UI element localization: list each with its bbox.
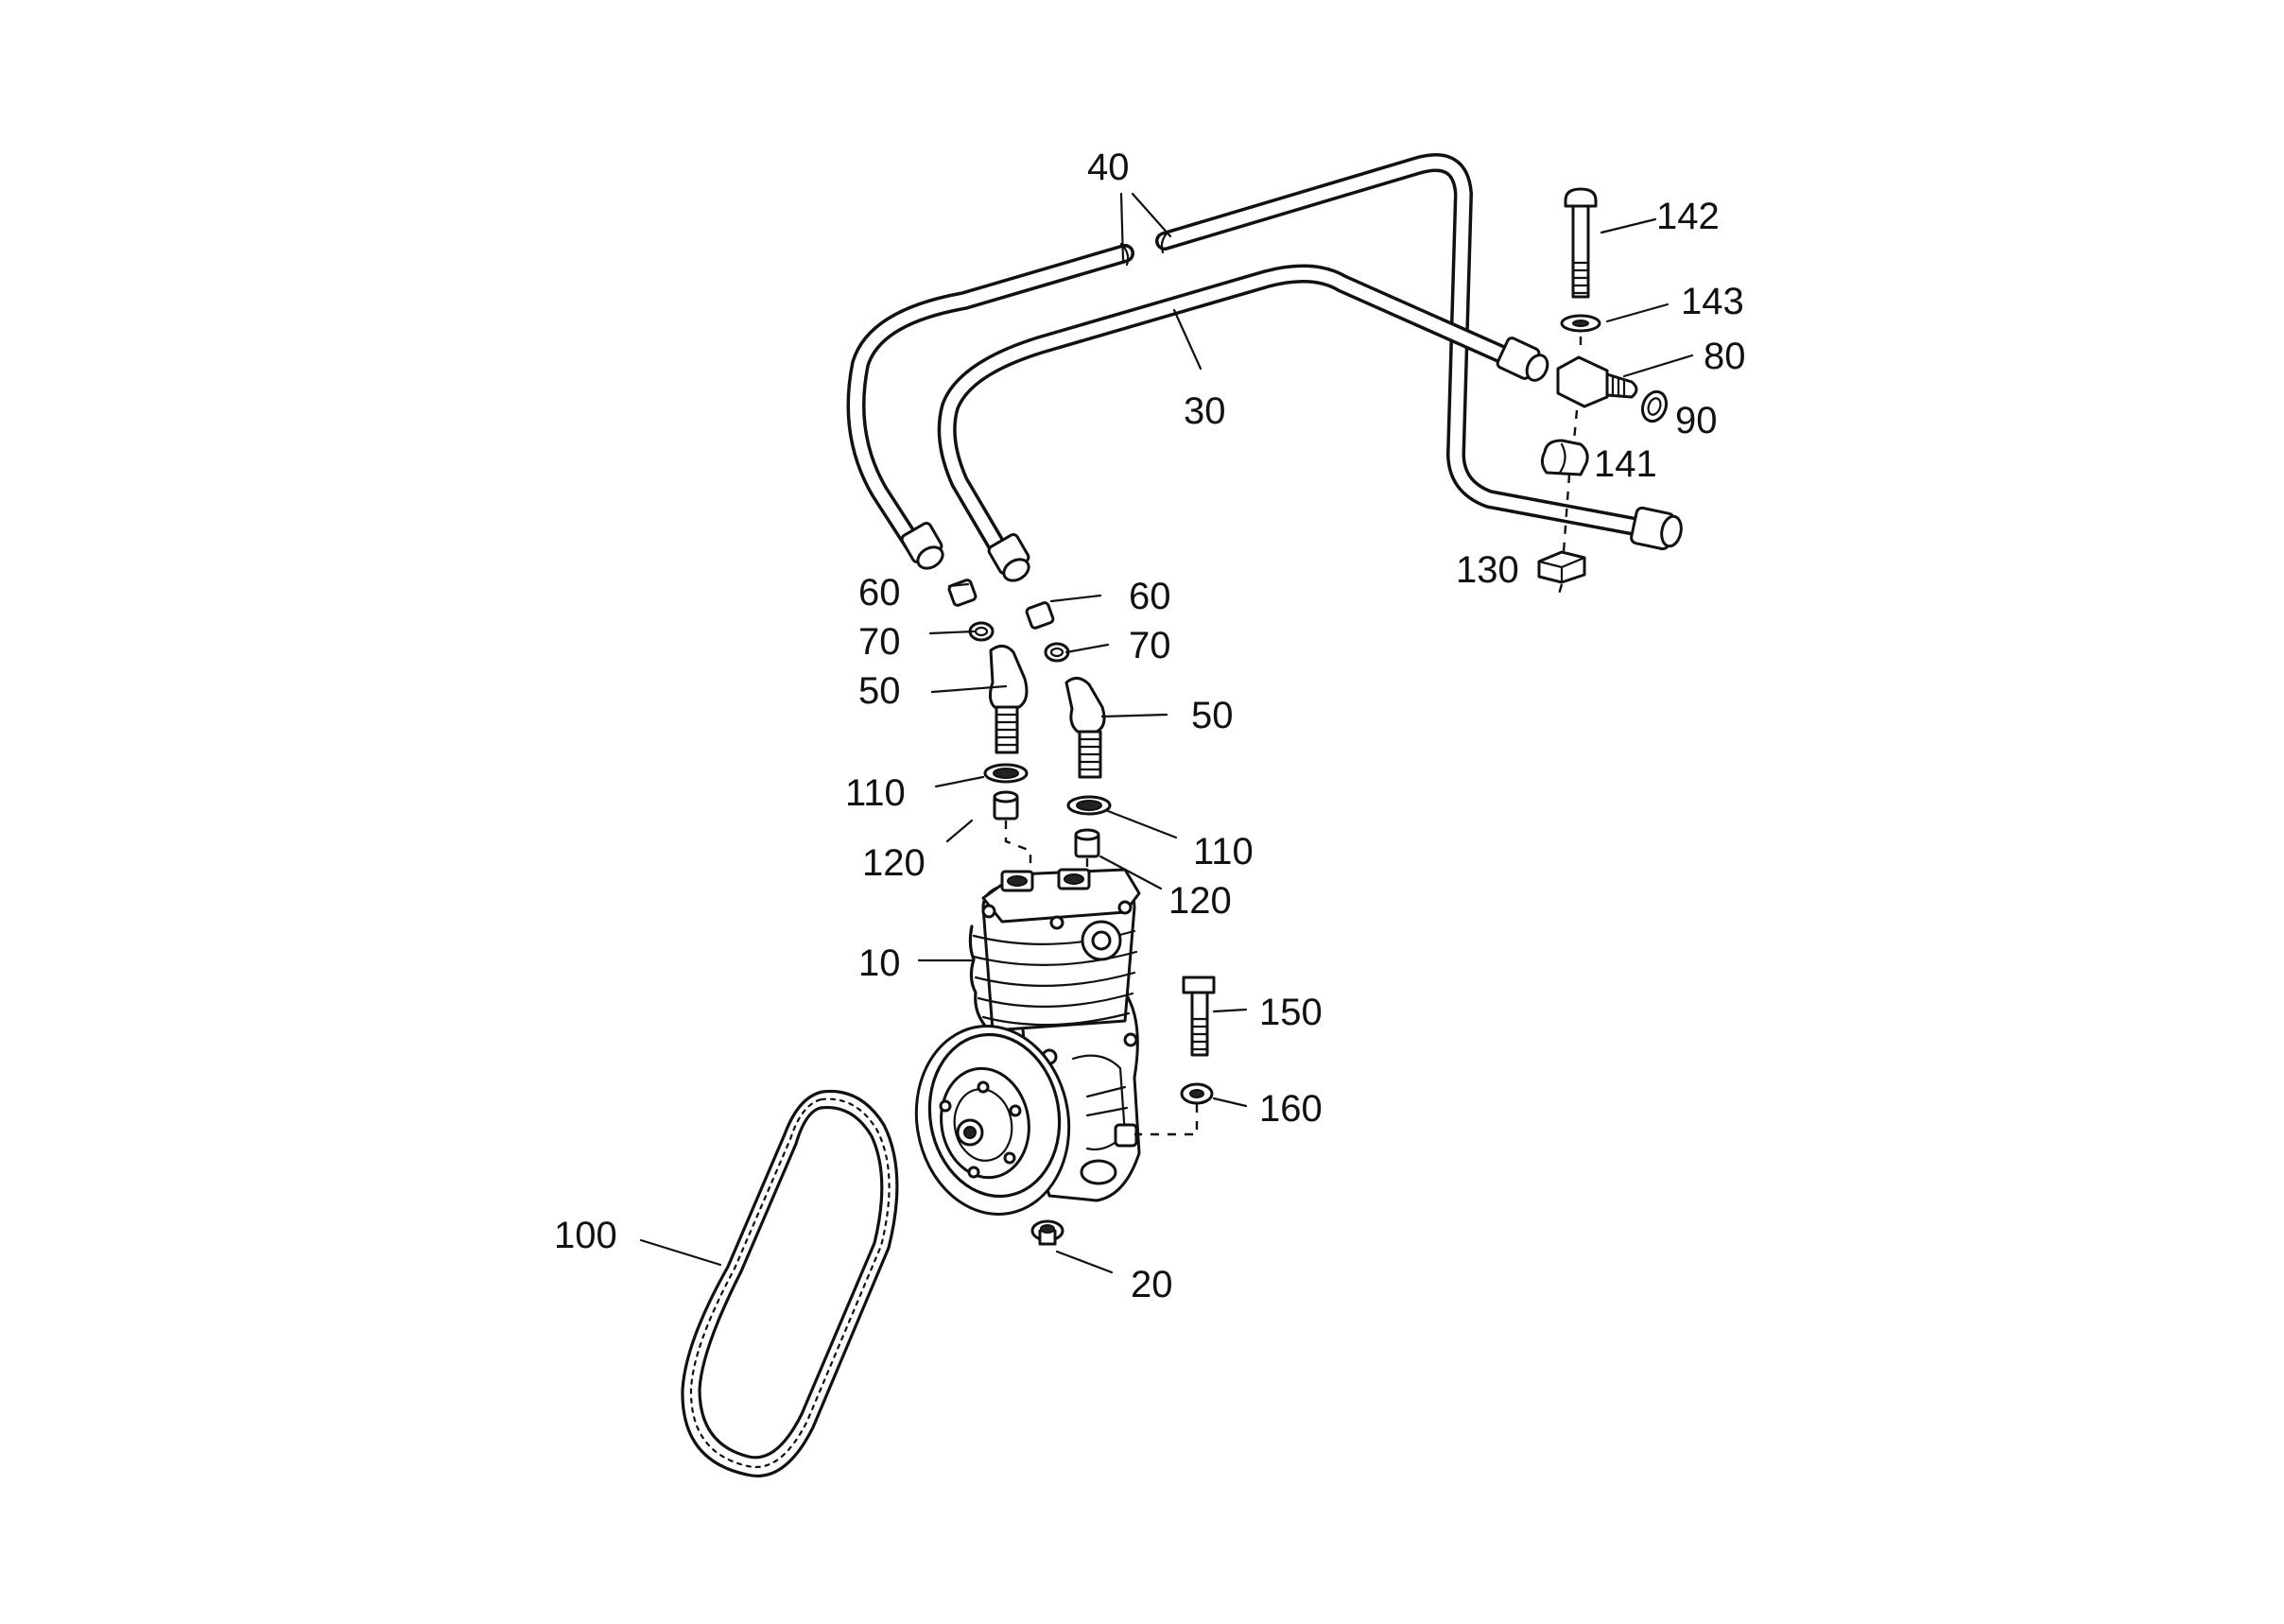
- compressor-10: [914, 868, 1141, 1216]
- callout-130: 130: [1456, 549, 1519, 591]
- clamp-block-130: [1537, 550, 1586, 584]
- bolt-150: [1182, 976, 1216, 1057]
- callout-100: 100: [554, 1215, 617, 1256]
- plug-20: [1030, 1219, 1064, 1246]
- clamp-141: [1540, 439, 1589, 476]
- pipe-30: [937, 264, 1522, 567]
- fitting-60-right: [1025, 601, 1055, 630]
- callout-60-right: 60: [1129, 576, 1171, 617]
- ring-70-left: [968, 621, 995, 642]
- pipe-nut-right-30: [1496, 337, 1549, 382]
- washer-143: [1560, 314, 1601, 333]
- washer-110-left: [983, 763, 1029, 784]
- sleeve-120-right: [1074, 828, 1100, 858]
- callout-160: 160: [1259, 1088, 1323, 1130]
- bolt-142: [1564, 187, 1598, 299]
- callout-20: 20: [1131, 1264, 1173, 1305]
- callout-143: 143: [1681, 281, 1744, 322]
- callout-120-right: 120: [1168, 880, 1232, 922]
- callout-142: 142: [1656, 196, 1720, 237]
- callout-50-left: 50: [858, 670, 901, 712]
- seal-ring-90: [1640, 389, 1669, 423]
- elbow-fitting-50-right: [1064, 677, 1106, 779]
- callout-60-left: 60: [858, 572, 901, 613]
- ring-70-right: [1044, 642, 1070, 663]
- sleeve-120-left: [993, 790, 1019, 821]
- callout-10: 10: [858, 942, 901, 984]
- elbow-fitting-50-left: [988, 645, 1029, 754]
- pipe-nut-left-40: [900, 521, 944, 570]
- callout-90: 90: [1675, 400, 1718, 441]
- callout-120-left: 120: [862, 842, 926, 884]
- callout-110-left: 110: [845, 772, 906, 814]
- pipe-nut-left-30: [987, 532, 1030, 582]
- washer-160: [1180, 1082, 1214, 1105]
- v-belt-100: [681, 1089, 899, 1477]
- callout-30: 30: [1184, 390, 1226, 432]
- leader-lines: [639, 192, 1694, 1274]
- pipe-40: [846, 153, 1650, 562]
- callout-141: 141: [1594, 443, 1657, 485]
- callout-70-right: 70: [1129, 625, 1171, 666]
- adapter-80: [1556, 355, 1638, 408]
- callout-80: 80: [1704, 336, 1746, 377]
- pipe-nut-right-40: [1630, 506, 1683, 551]
- callout-labels: 40 30 142 143 80 90 141 130 60 60 70 70 …: [554, 147, 1746, 1305]
- washer-110-right: [1066, 795, 1112, 816]
- fitting-60-left: [947, 579, 978, 607]
- callout-150: 150: [1259, 992, 1323, 1033]
- callout-110-right: 110: [1193, 831, 1254, 872]
- callout-50-right: 50: [1191, 695, 1234, 736]
- callout-70-left: 70: [858, 621, 901, 663]
- callout-40: 40: [1087, 147, 1130, 188]
